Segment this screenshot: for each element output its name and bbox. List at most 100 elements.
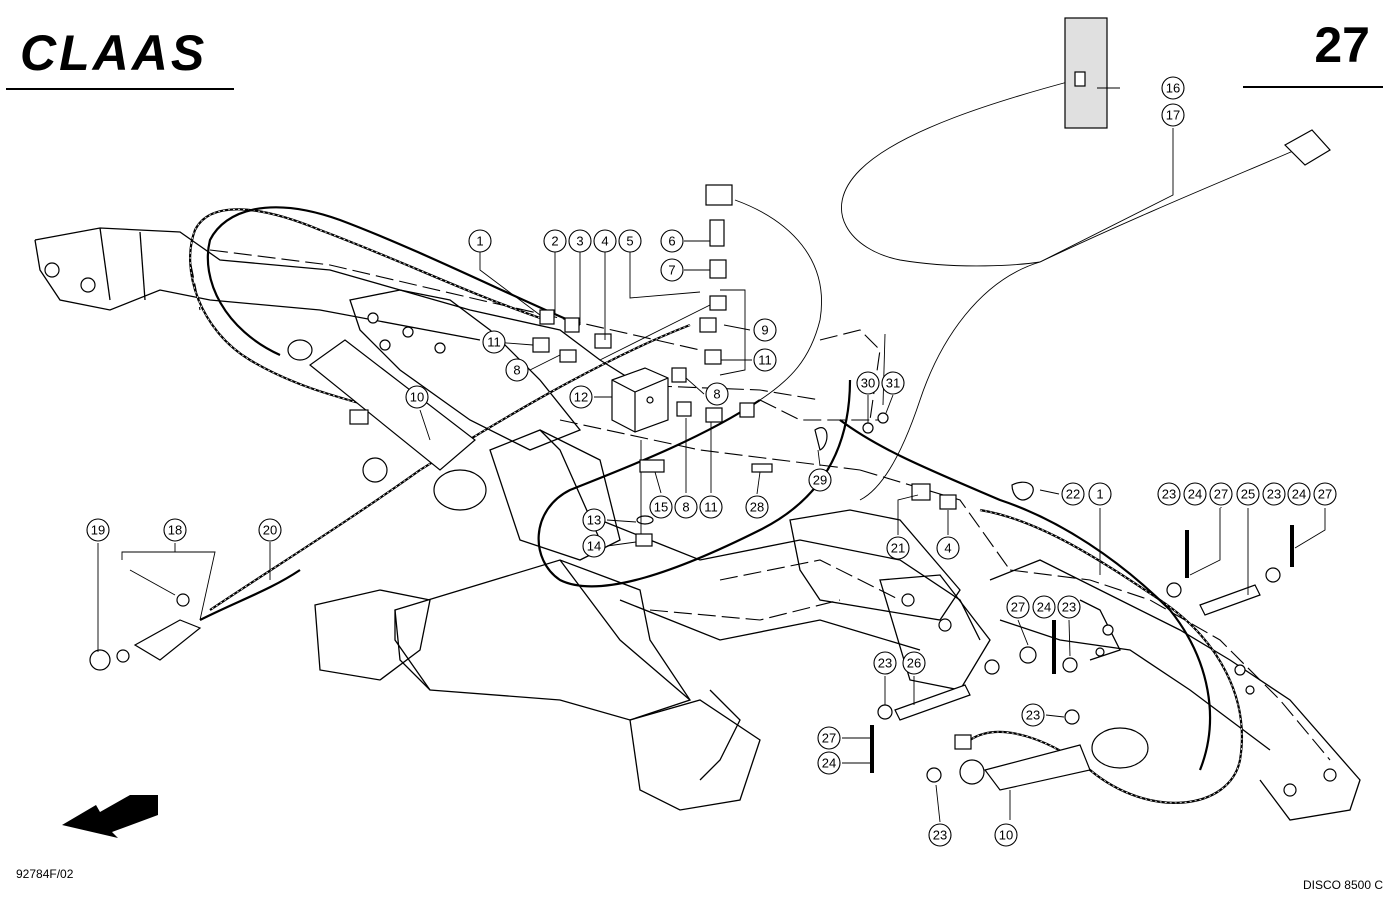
callout-24c: 24 <box>1032 595 1056 619</box>
callout-8a: 8 <box>505 358 529 382</box>
callout-30: 30 <box>856 371 880 395</box>
svg-text:23: 23 <box>878 656 892 671</box>
leader-lines <box>97 87 1326 823</box>
callout-23d: 23 <box>873 651 897 675</box>
svg-text:27: 27 <box>822 731 836 746</box>
callout-3: 3 <box>568 229 592 253</box>
callout-11c: 11 <box>699 495 723 519</box>
callout-27d: 27 <box>817 726 841 750</box>
svg-text:29: 29 <box>813 473 827 488</box>
svg-text:6: 6 <box>668 234 675 249</box>
svg-text:20: 20 <box>263 523 277 538</box>
svg-text:1: 1 <box>1096 487 1103 502</box>
svg-text:1: 1 <box>476 234 483 249</box>
callout-24b: 24 <box>1287 482 1311 506</box>
svg-text:28: 28 <box>750 500 764 515</box>
callout-23c: 23 <box>1057 595 1081 619</box>
callout-24d: 24 <box>817 751 841 775</box>
callout-17: 17 <box>1161 103 1185 127</box>
callout-12: 12 <box>569 385 593 409</box>
callout-15: 15 <box>649 495 673 519</box>
direction-arrow-icon <box>62 795 158 838</box>
svg-text:24: 24 <box>822 756 836 771</box>
svg-text:22: 22 <box>1066 487 1080 502</box>
svg-text:10: 10 <box>999 828 1013 843</box>
callout-31: 31 <box>881 371 905 395</box>
svg-text:8: 8 <box>682 500 689 515</box>
callout-19: 19 <box>86 518 110 542</box>
callout-27b: 27 <box>1313 482 1337 506</box>
svg-text:13: 13 <box>587 513 601 528</box>
callout-5: 5 <box>618 229 642 253</box>
callout-27c: 27 <box>1006 595 1030 619</box>
callout-20: 20 <box>258 518 282 542</box>
callout-13: 13 <box>582 508 606 532</box>
svg-text:23: 23 <box>1267 487 1281 502</box>
svg-text:27: 27 <box>1011 600 1025 615</box>
svg-text:25: 25 <box>1241 487 1255 502</box>
svg-text:31: 31 <box>886 376 900 391</box>
callout-23f: 23 <box>928 823 952 847</box>
svg-text:7: 7 <box>668 263 675 278</box>
callout-9: 9 <box>753 318 777 342</box>
svg-text:24: 24 <box>1188 487 1202 502</box>
claas-logo: CLAAS <box>20 25 208 81</box>
svg-text:23: 23 <box>933 828 947 843</box>
svg-text:15: 15 <box>654 500 668 515</box>
svg-text:21: 21 <box>891 541 905 556</box>
callout-4a: 4 <box>593 229 617 253</box>
callout-10b: 10 <box>994 823 1018 847</box>
drawing-code: 92784F/02 <box>16 867 74 881</box>
svg-text:8: 8 <box>713 387 720 402</box>
svg-text:30: 30 <box>861 376 875 391</box>
svg-text:9: 9 <box>761 323 768 338</box>
callout-23a: 23 <box>1157 482 1181 506</box>
callout-14: 14 <box>582 534 606 558</box>
callout-1b: 1 <box>1088 482 1112 506</box>
svg-text:3: 3 <box>576 234 583 249</box>
svg-text:11: 11 <box>758 353 772 368</box>
svg-text:4: 4 <box>601 234 608 249</box>
svg-text:24: 24 <box>1292 487 1306 502</box>
callout-23e: 23 <box>1021 703 1045 727</box>
callout-10a: 10 <box>405 385 429 409</box>
svg-text:8: 8 <box>513 363 520 378</box>
svg-text:5: 5 <box>626 234 633 249</box>
header-rule-right <box>1243 86 1383 88</box>
svg-text:2: 2 <box>551 234 558 249</box>
svg-text:17: 17 <box>1166 108 1180 123</box>
svg-text:11: 11 <box>487 335 501 350</box>
page-number: 27 <box>1314 17 1370 73</box>
svg-text:27: 27 <box>1214 487 1228 502</box>
callout-24a: 24 <box>1183 482 1207 506</box>
svg-text:4: 4 <box>944 541 951 556</box>
svg-text:10: 10 <box>410 390 424 405</box>
callout-22: 22 <box>1061 482 1085 506</box>
callout-8b: 8 <box>705 382 729 406</box>
callout-29: 29 <box>808 468 832 492</box>
callout-18: 18 <box>163 518 187 542</box>
callout-28: 28 <box>745 495 769 519</box>
callout-8c: 8 <box>674 495 698 519</box>
svg-text:19: 19 <box>91 523 105 538</box>
callout-6: 6 <box>660 229 684 253</box>
callout-2: 2 <box>543 229 567 253</box>
callout-4b: 4 <box>936 536 960 560</box>
callout-26: 26 <box>902 651 926 675</box>
callout-7: 7 <box>660 258 684 282</box>
svg-text:23: 23 <box>1026 708 1040 723</box>
callout-21: 21 <box>886 536 910 560</box>
callout-16: 16 <box>1161 76 1185 100</box>
svg-text:16: 16 <box>1166 81 1180 96</box>
machine-frame <box>34 227 1361 821</box>
svg-text:26: 26 <box>907 656 921 671</box>
svg-text:14: 14 <box>587 539 601 554</box>
callout-11b: 11 <box>753 348 777 372</box>
callout-11a: 11 <box>482 330 506 354</box>
svg-text:27: 27 <box>1318 487 1332 502</box>
svg-text:24: 24 <box>1037 600 1051 615</box>
svg-text:18: 18 <box>168 523 182 538</box>
svg-text:23: 23 <box>1162 487 1176 502</box>
svg-text:23: 23 <box>1062 600 1076 615</box>
